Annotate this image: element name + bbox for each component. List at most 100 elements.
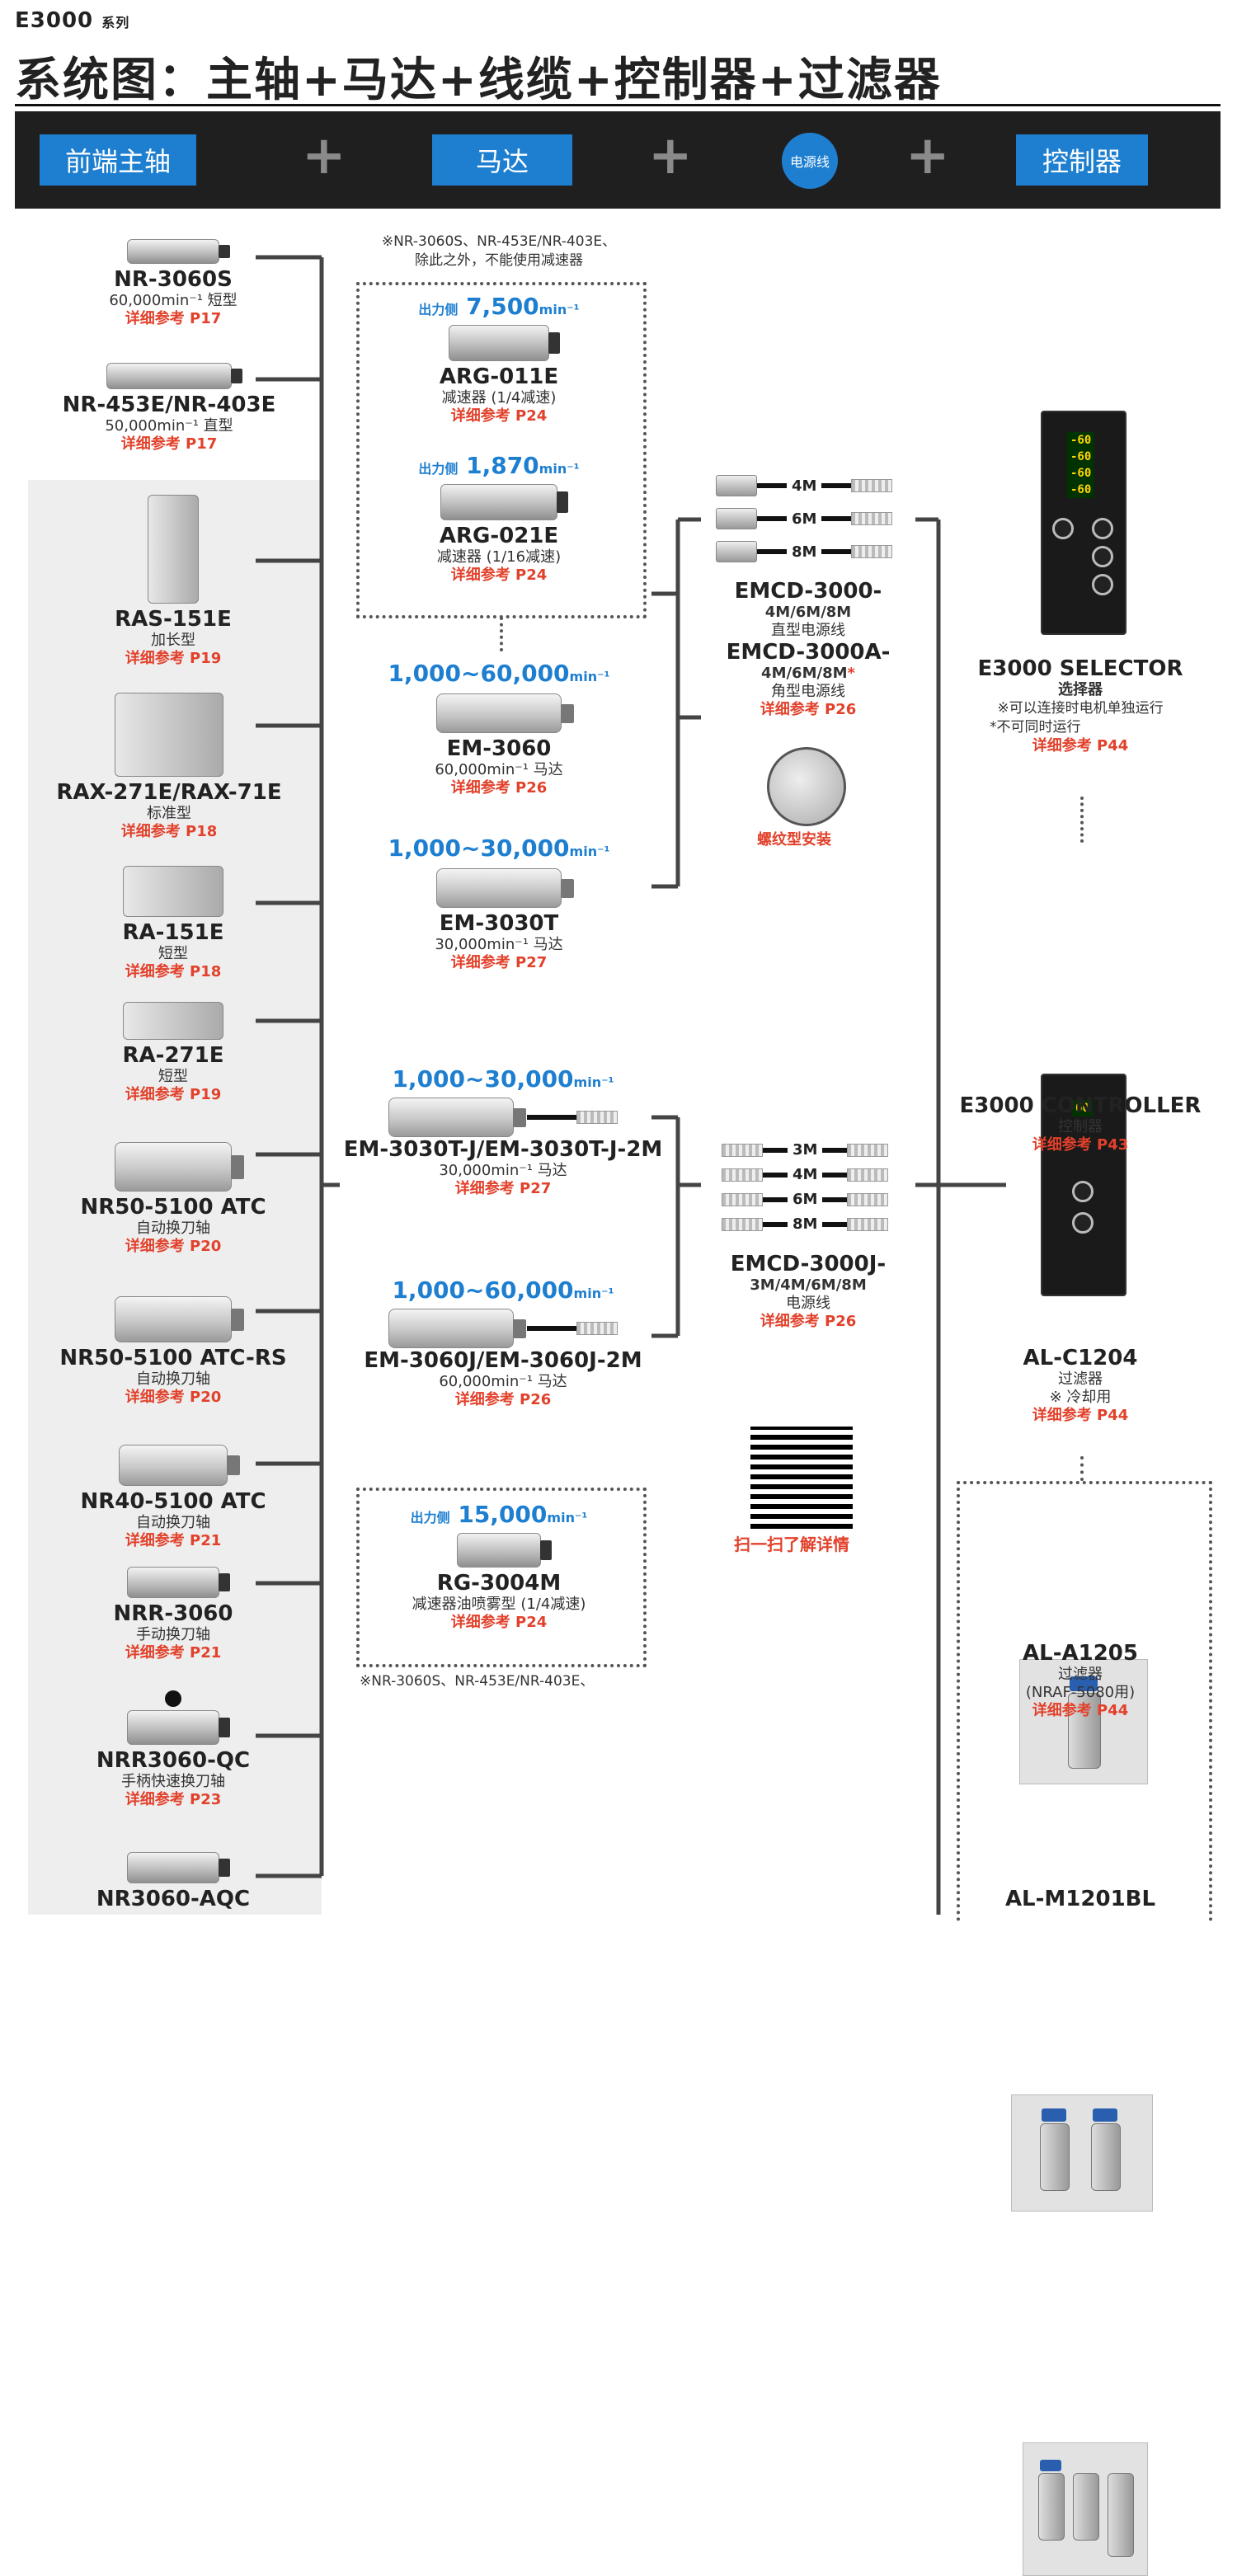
- cable-type: 直型电源线: [771, 622, 845, 639]
- cable-lengths: 4M/6M/8M: [764, 604, 852, 621]
- motor-image: [388, 1098, 526, 1137]
- cable-connector-icon: [851, 512, 893, 525]
- spindle-name: RA-151E: [122, 920, 224, 945]
- motor-em-3060[interactable]: 1,000~60,000min⁻¹ EM-3060 60,000min⁻¹ 马达…: [363, 660, 635, 797]
- cable-j-6m[interactable]: 6M: [722, 1191, 889, 1208]
- spindle-ref[interactable]: 详细参考 P17: [120, 435, 218, 453]
- cable-j-3m[interactable]: 3M: [722, 1141, 889, 1159]
- cable-name: EMCD-3000J-: [730, 1252, 887, 1276]
- reducer-arg-011e[interactable]: 出力侧 7,500min⁻¹ ARG-011E 减速器 (1/4减速) 详细参考…: [363, 293, 635, 425]
- cable-ref[interactable]: 详细参考 P26: [760, 1313, 857, 1330]
- cable-connector-icon: [576, 1322, 618, 1335]
- spindle-name: NR40-5100 ATC: [80, 1489, 266, 1514]
- dotted-connector: [1080, 1456, 1087, 1481]
- filter-bowl: [1073, 2473, 1099, 2541]
- band-motor-label: 马达: [475, 146, 529, 177]
- filter-image: [1011, 2094, 1153, 2212]
- spindle-nr3060-aqc[interactable]: NR3060-AQC: [41, 1852, 305, 1911]
- reducer-speed: 出力侧 1,870min⁻¹: [363, 452, 635, 479]
- spindle-image: [123, 866, 223, 917]
- reducer-ref[interactable]: 详细参考 P24: [450, 566, 548, 584]
- e3000-selector[interactable]: E3000 SELECTOR 选择器 ※可以连接时电机单独运行 *不可同时运行 …: [940, 656, 1221, 755]
- motor-em-3030t[interactable]: 1,000~30,000min⁻¹ EM-3030T 30,000min⁻¹ 马…: [363, 834, 635, 972]
- spindle-nr-3060s[interactable]: NR-3060S 60,000min⁻¹ 短型 详细参考 P17: [49, 239, 297, 328]
- spindle-ref[interactable]: 详细参考 P19: [125, 650, 222, 667]
- motor-ref[interactable]: 详细参考 P26: [450, 779, 548, 797]
- spindle-image: [115, 693, 223, 777]
- e3000-controller[interactable]: E3000 CONTROLLER 控制器 详细参考 P43: [940, 1093, 1221, 1154]
- cable-cord: [821, 549, 852, 554]
- spindle-ref[interactable]: 详细参考 P18: [125, 963, 222, 980]
- filter-ref[interactable]: 详细参考 P44: [1032, 1407, 1129, 1424]
- filter-al-m1201bl[interactable]: AL-M1201BL: [973, 1887, 1188, 1911]
- spindle-ref[interactable]: 详细参考 P18: [120, 823, 218, 840]
- selector-name: E3000 SELECTOR: [977, 656, 1183, 681]
- motor-em-3060j[interactable]: 1,000~60,000min⁻¹ EM-3060J/EM-3060J-2M 6…: [330, 1276, 676, 1409]
- cable-connector-icon: [851, 479, 893, 492]
- spindle-sub: 自动换刀轴: [136, 1220, 210, 1237]
- filter-ref[interactable]: 详细参考 P44: [1032, 1702, 1129, 1719]
- range-value: 1,000~60,000: [392, 1276, 574, 1304]
- rg-note: ※NR-3060S、NR-453E/NR-403E、: [360, 1673, 595, 1690]
- spindle-ras-151e[interactable]: RAS-151E 加长型 详细参考 P19: [49, 495, 297, 668]
- qr-code[interactable]: [750, 1427, 853, 1529]
- cable-length: 8M: [792, 543, 817, 561]
- category-band: 前端主轴 + 马达 + 电源线 + 控制器: [15, 111, 1221, 209]
- spindle-ref[interactable]: 详细参考 P20: [125, 1238, 222, 1255]
- spindle-ra-151e[interactable]: RA-151E 短型 详细参考 P18: [49, 866, 297, 981]
- reducer-rg-3004m[interactable]: 出力侧 15,000min⁻¹ RG-3004M 减速器油喷雾型 (1/4减速)…: [363, 1501, 635, 1632]
- filter-image: [1019, 1659, 1148, 1784]
- spindle-ref[interactable]: 详细参考 P17: [125, 310, 222, 327]
- cable-4m[interactable]: 4M: [716, 475, 893, 496]
- reducer-ref[interactable]: 详细参考 P24: [450, 1614, 548, 1631]
- reducer-arg-021e[interactable]: 出力侧 1,870min⁻¹ ARG-021E 减速器 (1/16减速) 详细参…: [363, 452, 635, 585]
- cable-emcd-3000[interactable]: EMCD-3000- 4M/6M/8M 直型电源线 EMCD-3000A- 4M…: [701, 579, 915, 719]
- spindle-ra-271e[interactable]: RA-271E 短型 详细参考 P19: [49, 1002, 297, 1104]
- knob-icon: [1092, 574, 1113, 595]
- cable-6m[interactable]: 6M: [716, 508, 893, 529]
- cable-connector-icon: [722, 1192, 763, 1206]
- cable-ref[interactable]: 详细参考 P26: [760, 701, 857, 718]
- plus-icon: +: [302, 125, 346, 186]
- spindle-nrr3060-qc[interactable]: NRR3060-QC 手柄快速换刀轴 详细参考 P23: [41, 1690, 305, 1809]
- selector-note1: ※可以连接时电机单独运行: [997, 700, 1164, 717]
- filter-al-a1205[interactable]: AL-A1205 过滤器 (NRAF-5080用) 详细参考 P44: [973, 1641, 1188, 1720]
- motor-ref[interactable]: 详细参考 P27: [454, 1180, 552, 1197]
- motor-ref[interactable]: 详细参考 P26: [454, 1391, 552, 1408]
- spindle-ref[interactable]: 详细参考 P23: [125, 1791, 222, 1808]
- motor-em-3030t-j[interactable]: 1,000~30,000min⁻¹ EM-3030T-J/EM-3030T-J-…: [330, 1065, 676, 1198]
- spindle-nr-453e[interactable]: NR-453E/NR-403E 50,000min⁻¹ 直型 详细参考 P17: [33, 363, 305, 454]
- controller-ref[interactable]: 详细参考 P43: [1032, 1136, 1129, 1154]
- cable-8m[interactable]: 8M: [716, 541, 893, 562]
- motor-image: [436, 693, 574, 733]
- controller-display: 60: [1072, 1100, 1093, 1116]
- cable-j-4m[interactable]: 4M: [722, 1166, 889, 1183]
- spindle-ref[interactable]: 详细参考 P19: [125, 1086, 222, 1103]
- filter-cap: [1042, 2108, 1066, 2122]
- spindle-name: RAS-151E: [115, 607, 232, 632]
- band-cable-label: 电源线: [789, 154, 830, 170]
- motor-ref[interactable]: 详细参考 P27: [450, 954, 548, 971]
- spindle-nrr-3060[interactable]: NRR-3060 手动换刀轴 详细参考 P21: [49, 1567, 297, 1662]
- spindle-nr50-5100-atc[interactable]: NR50-5100 ATC 自动换刀轴 详细参考 P20: [41, 1142, 305, 1256]
- range-unit: min⁻¹: [569, 669, 610, 684]
- cable-plug-icon: [716, 508, 757, 529]
- cable-emcd-3000j[interactable]: EMCD-3000J- 3M/4M/6M/8M 电源线 详细参考 P26: [701, 1252, 915, 1331]
- spindle-ref[interactable]: 详细参考 P20: [125, 1389, 222, 1406]
- selector-image: -60 -60 -60 -60: [1041, 411, 1126, 635]
- spindle-nr50-5100-atc-rs[interactable]: NR50-5100 ATC-RS 自动换刀轴 详细参考 P20: [33, 1296, 313, 1407]
- reducer-ref[interactable]: 详细参考 P24: [450, 407, 548, 425]
- spindle-rax-271e[interactable]: RAX-271E/RAX-71E 标准型 详细参考 P18: [33, 693, 305, 841]
- speed-unit: min⁻¹: [539, 461, 580, 477]
- spindle-name: NR3060-AQC: [96, 1887, 251, 1911]
- filter-note: (NRAF-5080用): [1025, 1684, 1136, 1701]
- spindle-sub: 60,000min⁻¹ 短型: [109, 292, 238, 309]
- spindle-ref[interactable]: 详细参考 P21: [125, 1532, 222, 1549]
- spindle-ref[interactable]: 详细参考 P21: [125, 1644, 222, 1662]
- filter-al-c1204[interactable]: AL-C1204 过滤器 ※ 冷却用 详细参考 P44: [973, 1346, 1188, 1425]
- selector-ref[interactable]: 详细参考 P44: [1032, 737, 1129, 754]
- cable-j-8m[interactable]: 8M: [722, 1215, 889, 1233]
- cable-cord: [821, 516, 852, 521]
- spindle-nr40-5100-atc[interactable]: NR40-5100 ATC 自动换刀轴 详细参考 P21: [41, 1445, 305, 1550]
- cable-cord: [763, 1196, 788, 1202]
